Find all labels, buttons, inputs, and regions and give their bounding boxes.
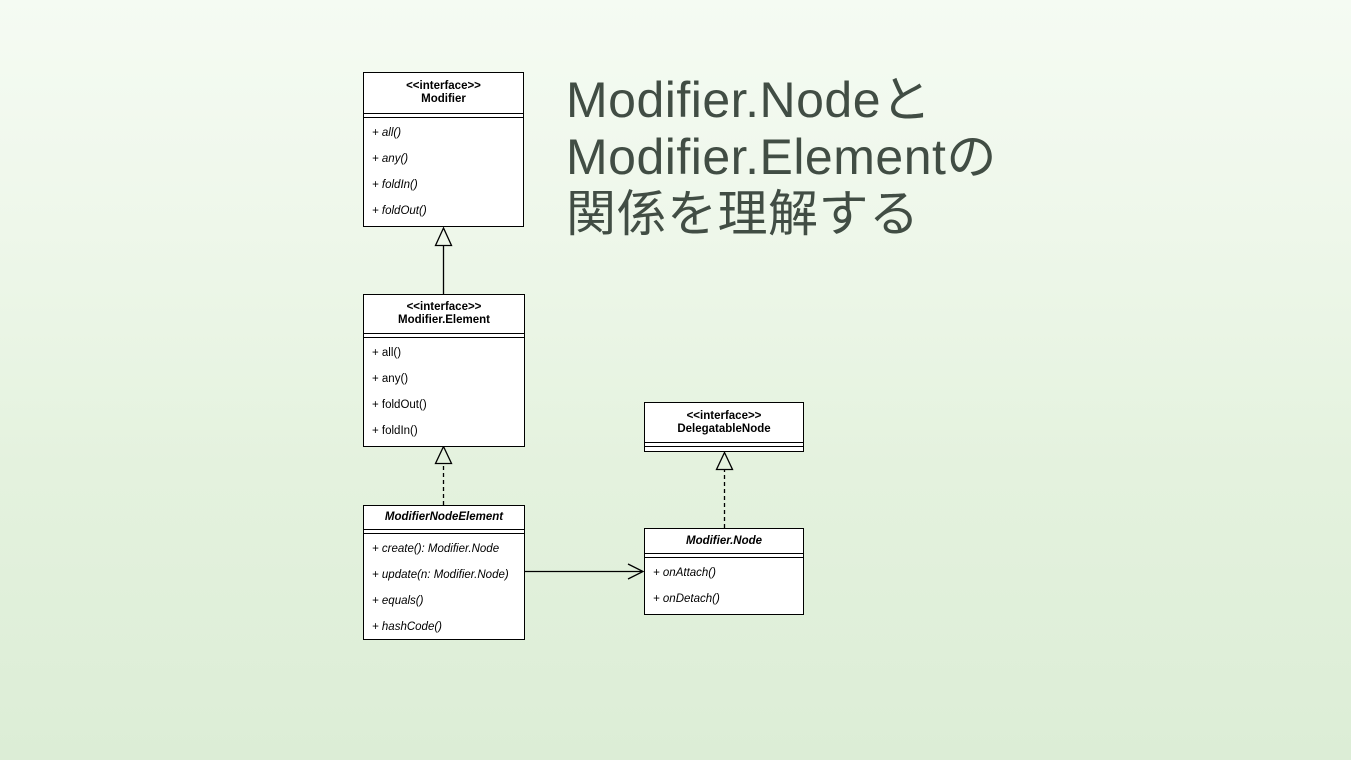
member-row: + all()	[372, 347, 402, 359]
member-row: + onDetach()	[653, 593, 720, 605]
realization-node-to-delegatablenode	[715, 450, 734, 528]
class-members: + all() + any() + foldIn() + foldOut()	[364, 118, 523, 224]
member-row: + create(): Modifier.Node	[372, 543, 500, 555]
class-name: Modifier	[421, 93, 466, 105]
class-name: Modifier.Element	[397, 314, 491, 326]
class-members: + all() + any() + foldOut() + foldIn()	[364, 338, 524, 444]
uml-class-delegatable-node: <<interface>> DelegatableNode	[644, 402, 804, 452]
member-row: + onAttach()	[653, 567, 716, 579]
class-members: + onAttach() + onDetach()	[645, 558, 803, 612]
uml-class-modifier: <<interface>> Modifier + all() + any() +…	[363, 72, 524, 227]
compartment-separator	[645, 554, 803, 558]
member-row: + any()	[372, 373, 409, 385]
compartment-separator	[645, 443, 803, 447]
class-stereotype: <<interface>>	[406, 301, 482, 313]
class-members: + create(): Modifier.Node + update(n: Mo…	[364, 534, 524, 640]
compartment-separator	[364, 530, 524, 534]
member-row: + foldIn()	[372, 179, 418, 191]
compartment-separator	[364, 334, 524, 338]
class-header: ModifierNodeElement	[364, 506, 524, 530]
generalization-element-to-modifier	[434, 226, 453, 294]
slide-title-line: Modifier.Elementの	[566, 129, 997, 185]
realization-nodeelement-to-element	[434, 444, 453, 505]
slide-title-line: 関係を理解する	[566, 186, 920, 242]
class-name: ModifierNodeElement	[384, 511, 504, 523]
member-row: + foldIn()	[372, 425, 418, 437]
member-row: + all()	[372, 127, 402, 139]
class-name: Modifier.Node	[685, 534, 763, 547]
member-row: + foldOut()	[372, 205, 427, 217]
member-row: + foldOut()	[372, 399, 427, 411]
member-row: + update(n: Modifier.Node)	[372, 569, 509, 581]
class-name: DelegatableNode	[677, 422, 771, 435]
slide-title-line: Modifier.Nodeと	[566, 72, 932, 128]
class-stereotype: <<interface>>	[406, 80, 481, 92]
member-row: + hashCode()	[372, 621, 442, 633]
class-header: <<interface>> Modifier	[364, 73, 523, 114]
slide-title: Modifier.Nodeと Modifier.Elementの 関係を理解する	[566, 72, 997, 243]
uml-class-modifier-node: Modifier.Node + onAttach() + onDetach()	[644, 528, 804, 615]
member-row: + equals()	[372, 595, 424, 607]
class-stereotype: <<interface>>	[686, 409, 762, 422]
class-members	[645, 447, 803, 451]
uml-class-modifier-node-element: ModifierNodeElement + create(): Modifier…	[363, 505, 525, 640]
member-row: + any()	[372, 153, 409, 165]
class-header: <<interface>> Modifier.Element	[364, 295, 524, 334]
class-header: <<interface>> DelegatableNode	[645, 403, 803, 443]
association-nodeelement-to-node	[525, 563, 645, 580]
class-header: Modifier.Node	[645, 529, 803, 554]
uml-class-modifier-element: <<interface>> Modifier.Element + all() +…	[363, 294, 525, 447]
compartment-separator	[364, 114, 523, 118]
